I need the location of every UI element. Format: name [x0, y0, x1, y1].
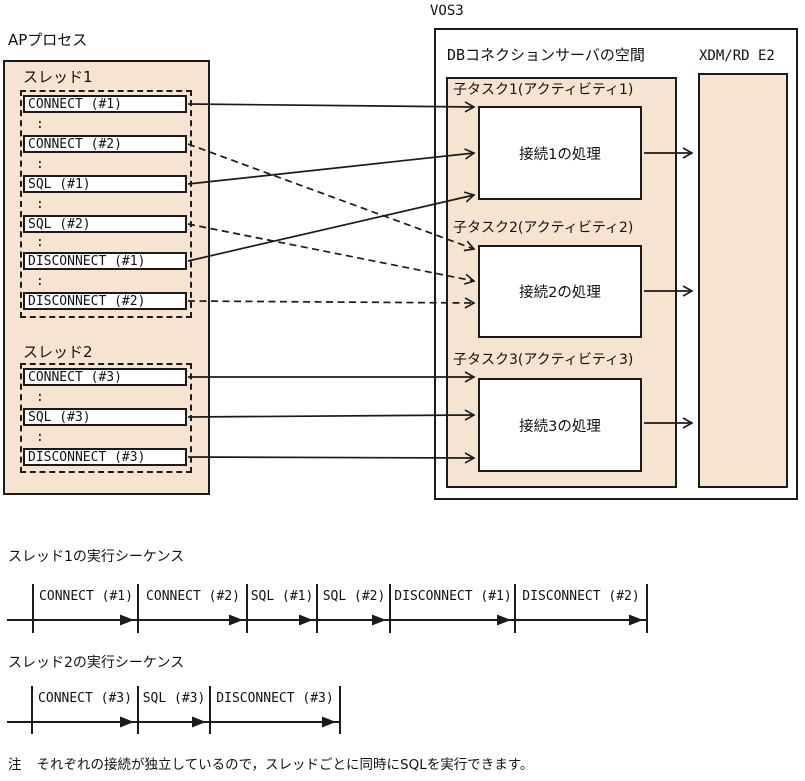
command-box-disconnect2: DISCONNECT (#2) — [23, 292, 187, 310]
arrow-connect2 — [187, 143, 476, 252]
ap-process-label: APプロセス — [8, 31, 88, 49]
arrow-sql1 — [187, 148, 476, 185]
ellipsis-colon: : — [36, 274, 44, 289]
thread1-label: スレッド1 — [23, 68, 93, 86]
command-box-disconnect3: DISCONNECT (#3) — [23, 448, 187, 466]
command-box-sql3: SQL (#3) — [23, 408, 187, 426]
child-task1-label: 子タスク1(アクティビティ1) — [453, 82, 634, 98]
sequence1-segment: SQL (#1) — [250, 589, 314, 604]
ellipsis-colon: : — [36, 430, 44, 445]
arrow-disconnect3 — [187, 452, 476, 464]
command-box-sql2: SQL (#2) — [23, 215, 187, 233]
command-box-connect3: CONNECT (#3) — [23, 368, 187, 386]
ellipsis-colon: : — [36, 197, 44, 212]
thread2-group-box — [20, 363, 192, 473]
process-box-connection1: 接続1の処理 — [478, 106, 642, 200]
footnote-mark: 注 — [8, 757, 22, 773]
ellipsis-colon: : — [36, 157, 44, 172]
sequence1-segment: SQL (#2) — [322, 589, 386, 604]
xdm-rd-e2-box — [698, 73, 788, 488]
arrow-disconnect1 — [187, 191, 476, 262]
xdm-rd-e2-label: XDM/RD E2 — [699, 48, 775, 64]
sequence2-segment: SQL (#3) — [142, 691, 206, 706]
solid-call-arrows — [187, 101, 476, 464]
sequence1-segment: CONNECT (#1) — [39, 589, 133, 604]
footnote: 注 それぞれの接続が独立しているので，スレッドごとに同時にSQLを実行できます。 — [8, 753, 533, 773]
footnote-text: それぞれの接続が独立しているので，スレッドごとに同時にSQLを実行できます。 — [36, 757, 534, 773]
sequence2-segment: DISCONNECT (#3) — [216, 691, 334, 706]
command-box-disconnect1: DISCONNECT (#1) — [23, 252, 187, 270]
command-box-connect1: CONNECT (#1) — [23, 95, 187, 113]
db-connection-server-label: DBコネクションサーバの空間 — [447, 46, 645, 64]
process-box-connection3: 接続3の処理 — [478, 378, 642, 472]
ellipsis-colon: : — [36, 117, 44, 132]
arrow-connect1 — [187, 101, 476, 113]
ellipsis-colon: : — [36, 235, 44, 250]
dashed-call-arrows — [187, 143, 476, 309]
sequence1-segment: DISCONNECT (#1) — [394, 589, 512, 604]
arrow-sql2 — [187, 223, 476, 285]
sequence1-segment: DISCONNECT (#2) — [522, 589, 640, 604]
child-task2-label: 子タスク2(アクティビティ2) — [453, 220, 634, 236]
ellipsis-colon: : — [36, 390, 44, 405]
thread2-label: スレッド2 — [23, 343, 93, 361]
arrow-sql3 — [187, 409, 476, 421]
arrow-disconnect2 — [187, 297, 476, 309]
process-box-connection2: 接続2の処理 — [478, 245, 642, 338]
command-box-sql1: SQL (#1) — [23, 175, 187, 193]
sequence1-segment: CONNECT (#2) — [146, 589, 240, 604]
command-box-connect2: CONNECT (#2) — [23, 135, 187, 153]
vos3-label: VOS3 — [430, 3, 464, 19]
child-task3-label: 子タスク3(アクティビティ3) — [453, 352, 634, 368]
sequence2-title: スレッド2の実行シーケンス — [8, 655, 185, 671]
sequence1-title: スレッド1の実行シーケンス — [8, 549, 185, 565]
sequence2-segment: CONNECT (#3) — [38, 691, 132, 706]
thread1-group-box — [20, 90, 192, 318]
